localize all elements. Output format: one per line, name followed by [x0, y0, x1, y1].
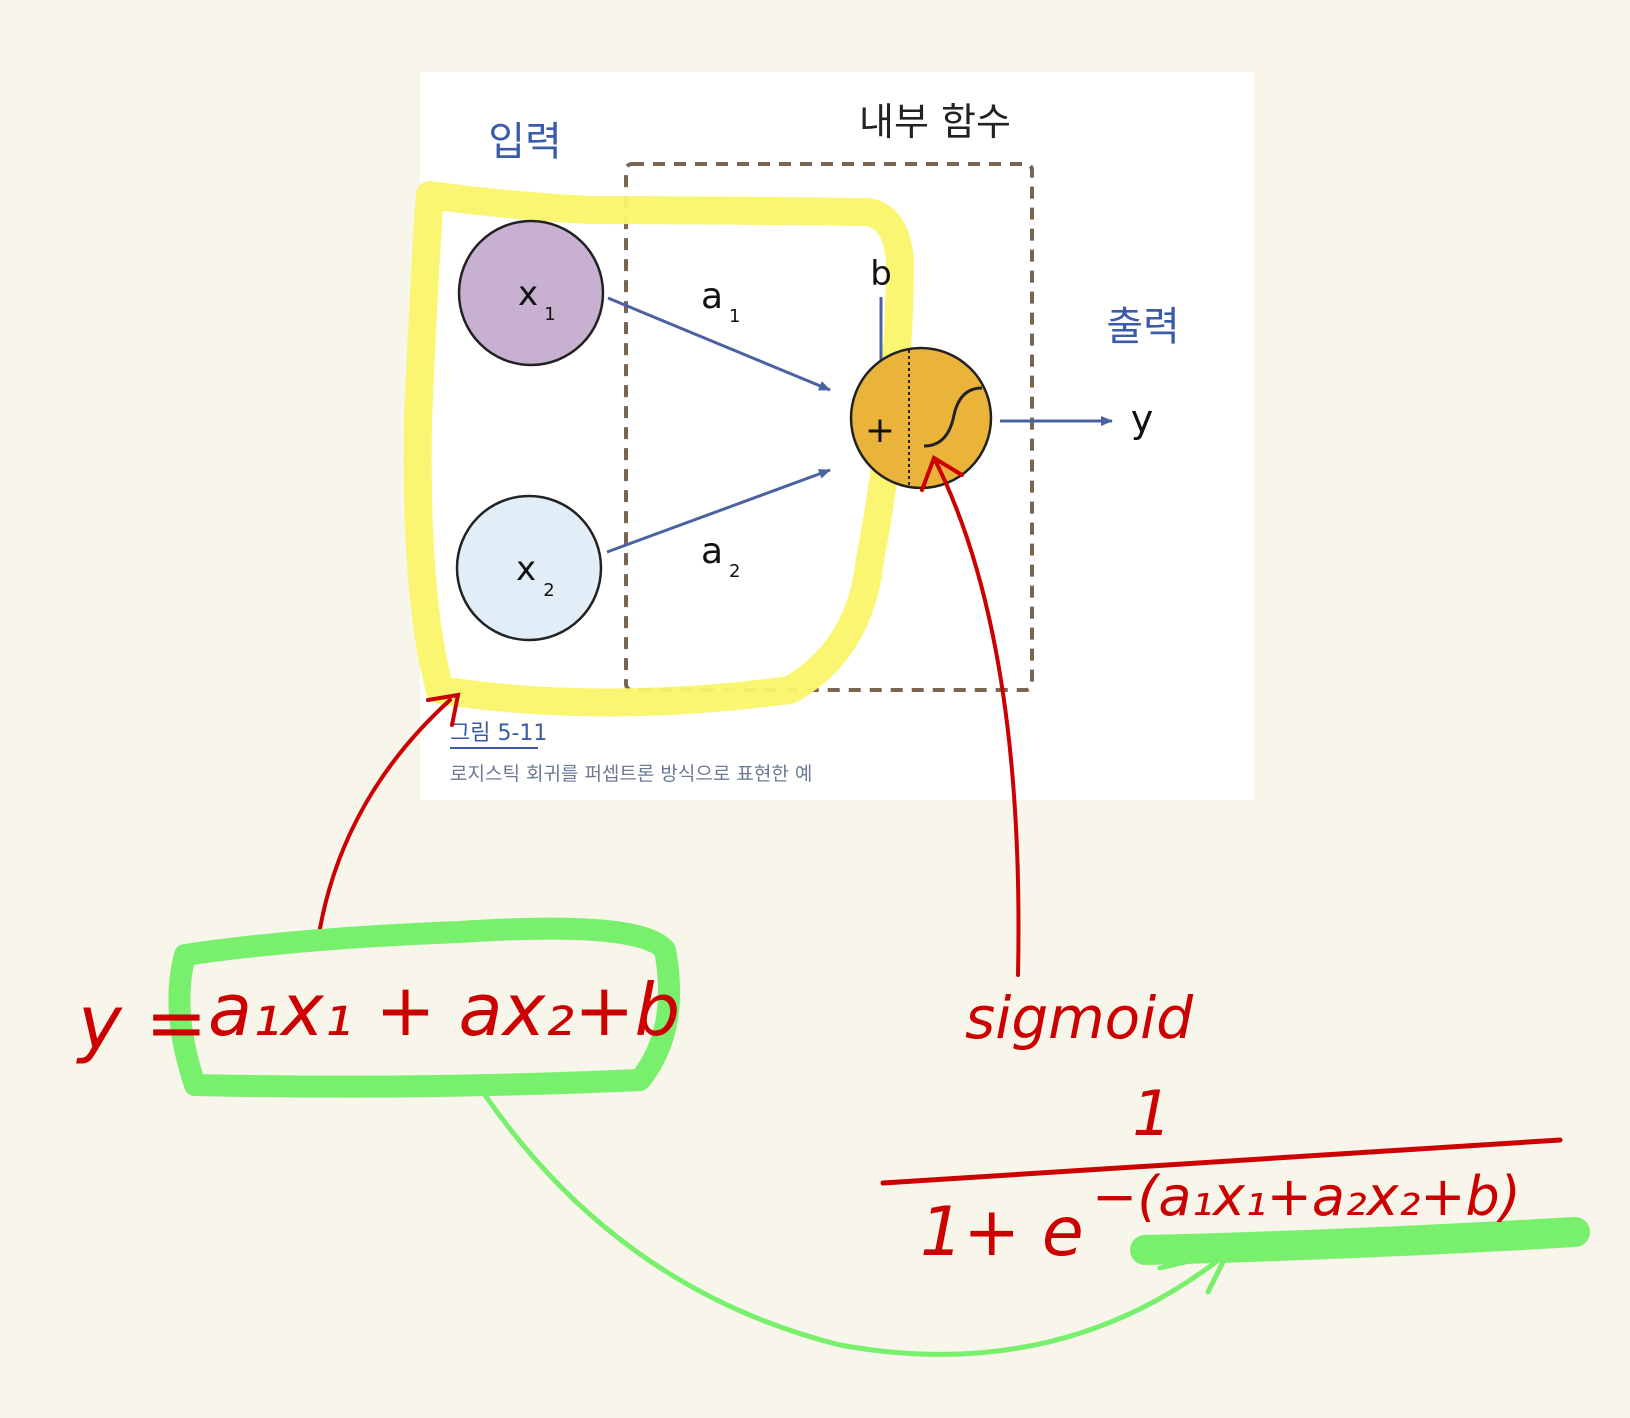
red-arrow-sigmoid-to-activation	[933, 458, 1021, 977]
output-y-label: y	[1131, 397, 1154, 441]
output-label: 출력	[1106, 304, 1180, 350]
yellow-highlight-stroke	[403, 181, 914, 717]
linear-equation-lhs: y =	[76, 980, 207, 1066]
input-node-x2	[455, 494, 603, 642]
node-x2-subscript: 2	[543, 580, 554, 601]
linear-equation-rhs: a₁x₁ + ax₂+b	[208, 968, 680, 1052]
weight-a2-label: a	[701, 531, 723, 572]
node-x2-label: x	[516, 549, 536, 589]
green-highlight-linear-equation	[168, 917, 681, 1098]
green-underline-exponent	[1130, 1217, 1590, 1265]
caption-title: 그림 5-11	[450, 721, 547, 746]
red-arrowhead-activation	[920, 455, 964, 492]
sigmoid-fraction-bar	[880, 1137, 1563, 1186]
arrow-x1-to-sum	[607, 296, 831, 392]
weight-a1-subscript: 1	[729, 306, 740, 327]
green-arrowhead-exponent	[1157, 1248, 1233, 1295]
figure-panel	[420, 72, 1254, 800]
sum-symbol: +	[865, 410, 895, 451]
red-arrowhead-inputs	[426, 692, 461, 727]
sigmoid-numerator: 1	[1132, 1077, 1171, 1150]
node-x1-label: x	[518, 274, 538, 314]
weight-a1-label: a	[701, 276, 723, 317]
hidden-function-label: 내부 함수	[859, 100, 1011, 144]
arrow-x2-to-sum	[606, 468, 831, 554]
red-arrow-equation-to-inputs	[316, 698, 452, 942]
caption-text: 로지스틱 회귀를 퍼셉트론 방식으로 표현한 예	[450, 763, 812, 785]
green-arrow-equation-to-exponent	[482, 1092, 1228, 1357]
bias-label: b	[870, 254, 892, 294]
sigmoid-label: sigmoid	[965, 984, 1194, 1052]
input-node-x1	[457, 219, 605, 367]
hidden-function-box	[624, 162, 1034, 692]
input-label: 입력	[488, 119, 562, 165]
node-x1-subscript: 1	[544, 304, 555, 325]
sigmoid-exponent: −(a₁x₁+a₂x₂+b)	[1092, 1165, 1521, 1228]
weight-a2-subscript: 2	[729, 561, 740, 582]
sigmoid-curve-icon	[923, 386, 983, 448]
sigmoid-denominator: 1+ e	[920, 1193, 1084, 1272]
